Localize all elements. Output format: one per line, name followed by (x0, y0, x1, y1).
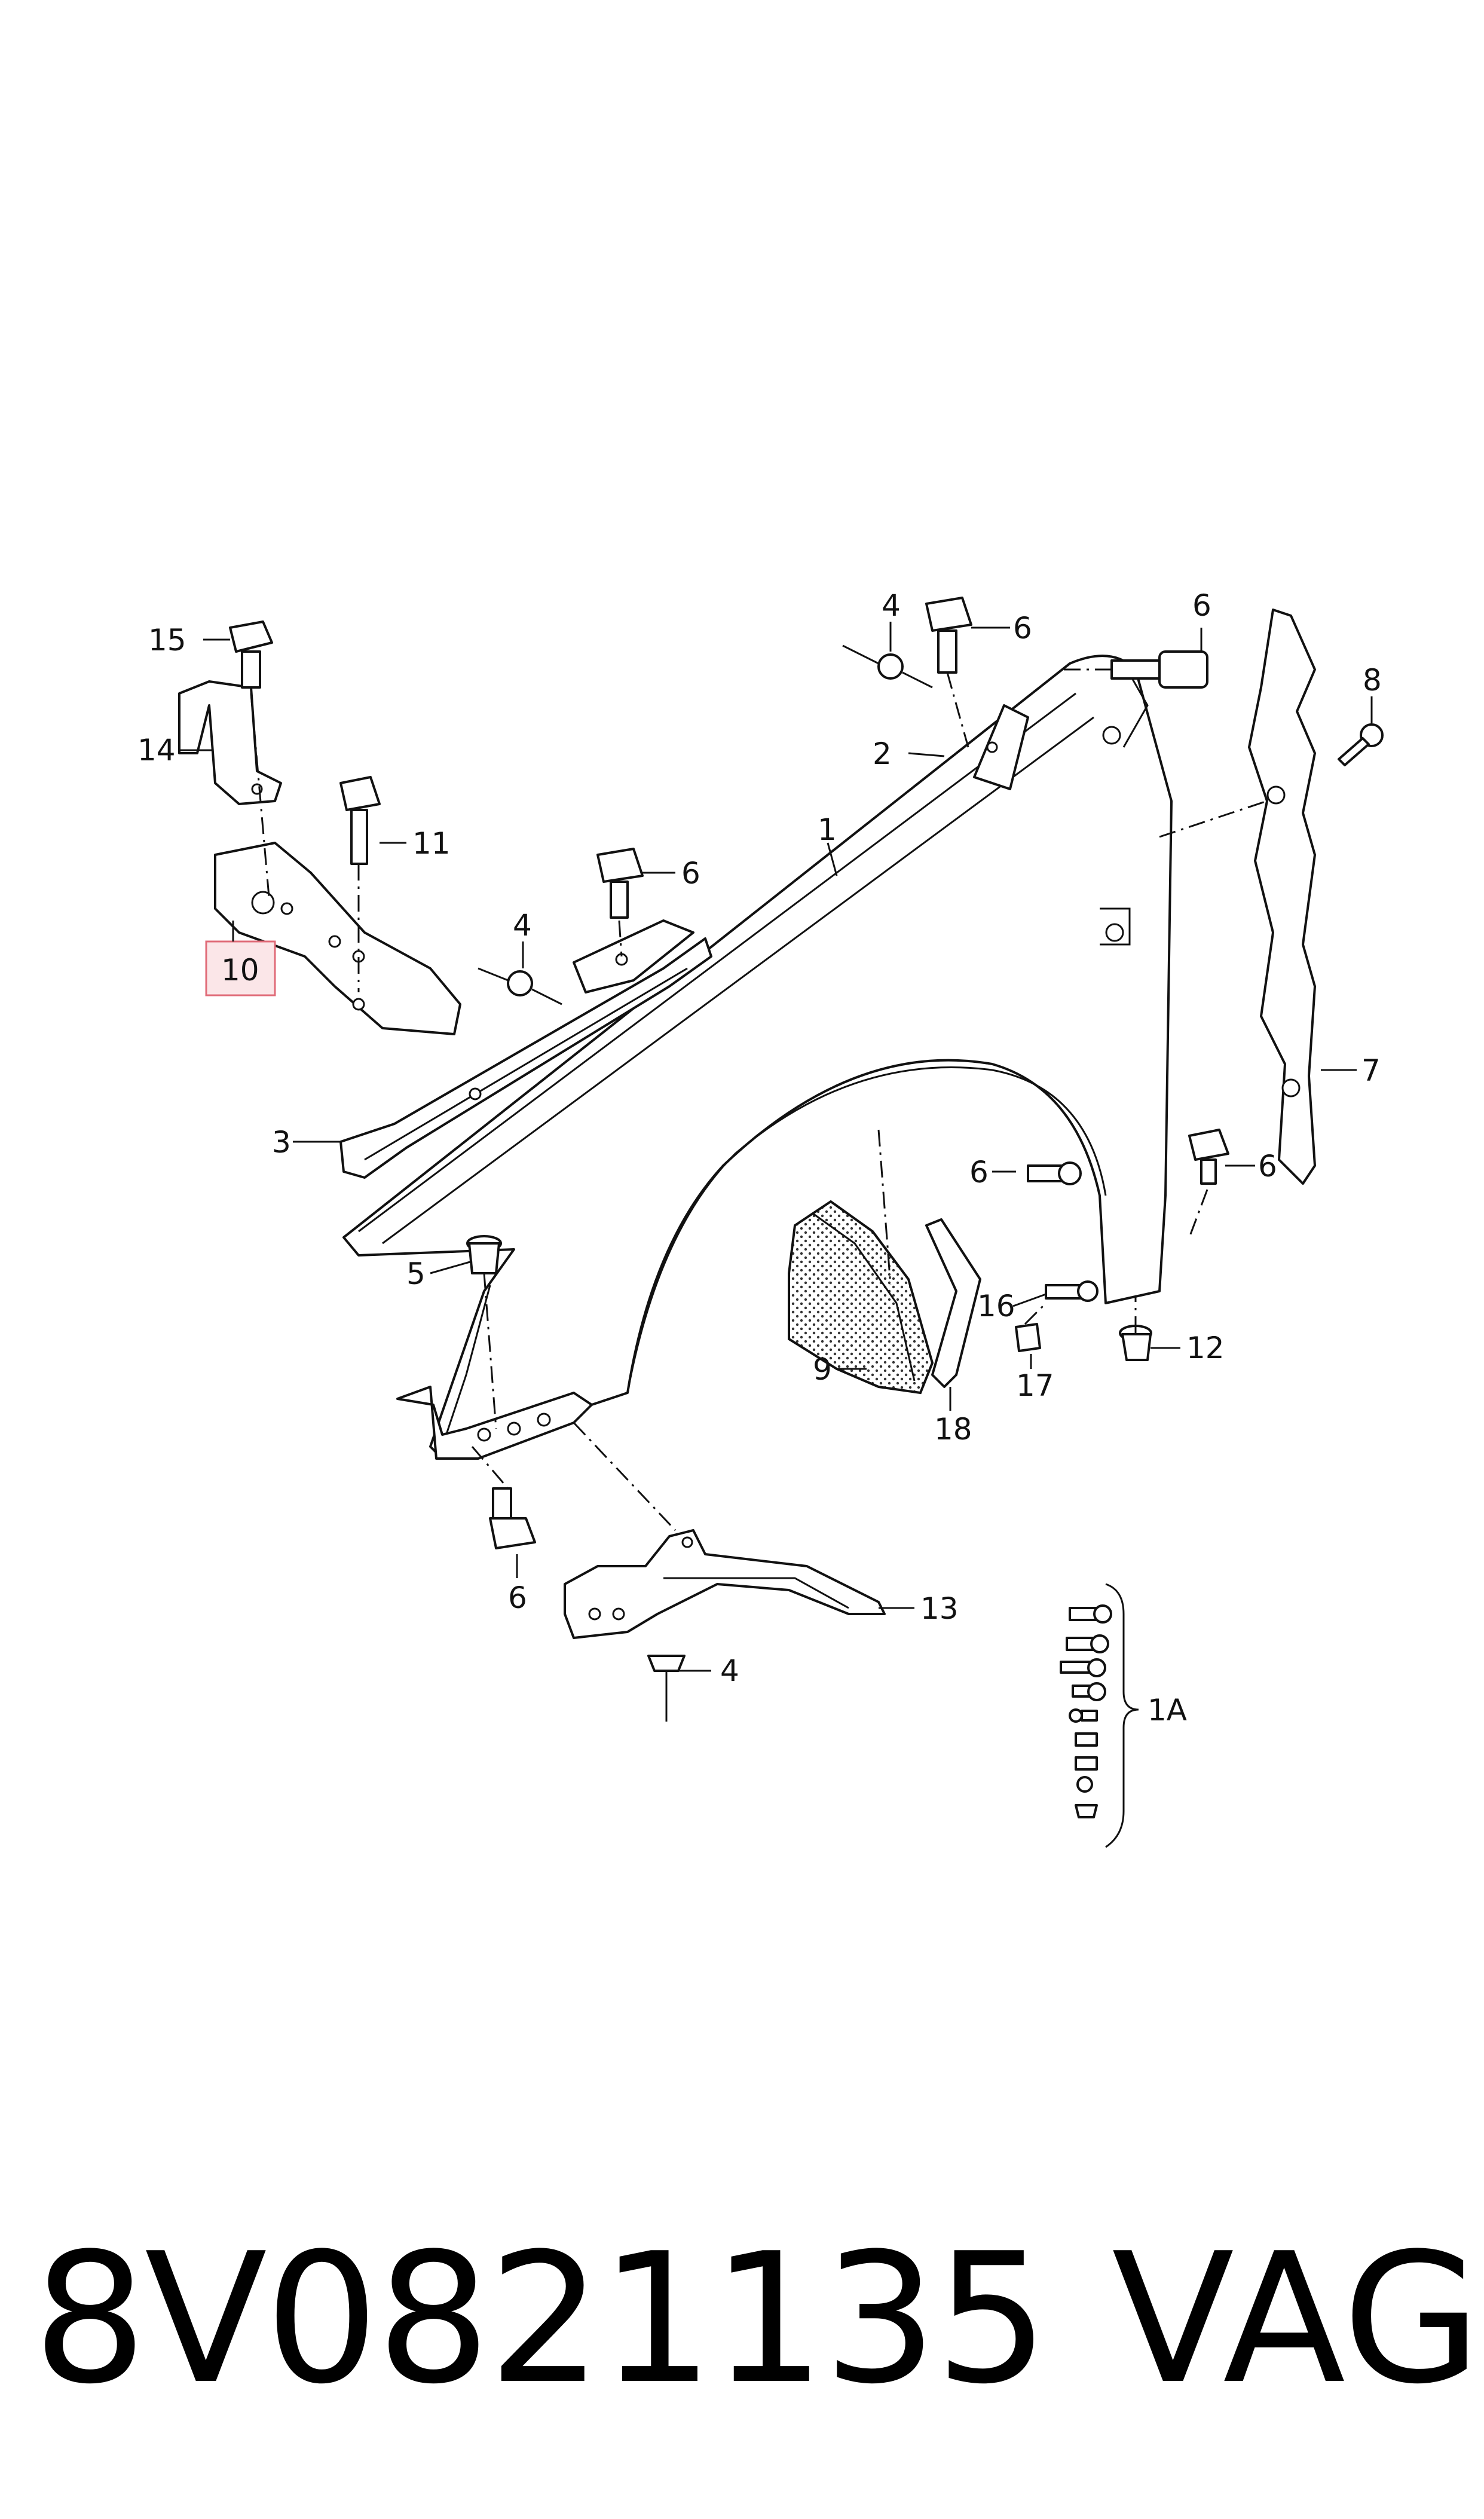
callout-9: 9 (813, 1352, 832, 1387)
lower-front-bracket (396, 1386, 593, 1460)
fastener-kit-1A (1060, 1583, 1139, 1848)
rivet-4-mid-icon (478, 967, 562, 1005)
bolt-6-arch-icon (1027, 1161, 1082, 1185)
rivet-4-bottom-icon (647, 1655, 686, 1722)
assembly-lines (250, 668, 1268, 1531)
bolt-6-top-icon (925, 597, 972, 674)
callout-13: 13 (920, 1591, 959, 1626)
bolt-6-right-icon (1110, 650, 1208, 689)
leader-lines (179, 622, 1373, 1672)
bracket-13 (564, 1529, 886, 1639)
foam-pad-9 (788, 1200, 934, 1395)
callout-6-bottom: 6 (508, 1581, 527, 1615)
callout-5: 5 (406, 1257, 426, 1291)
fender-panel (342, 655, 1173, 1460)
callout-6-top: 6 (1013, 611, 1032, 646)
callout-3: 3 (272, 1125, 291, 1160)
callout-labels: 1 2 3 4 4 4 5 6 6 6 6 6 6 7 8 9 10 11 12… (137, 588, 1382, 1728)
wheel-arch-liner-7 (1248, 609, 1316, 1185)
callout-17: 17 (1016, 1368, 1054, 1403)
callout-11: 11 (412, 826, 451, 861)
callout-4-bottom: 4 (720, 1653, 739, 1688)
footer-brand: VAG (1112, 2215, 1482, 2423)
callout-2: 2 (873, 736, 892, 771)
bracket-2 (973, 704, 1029, 790)
bolt-11-icon (339, 776, 381, 865)
callout-6-liner: 6 (1258, 1149, 1277, 1184)
callout-15: 15 (148, 623, 186, 658)
callout-14: 14 (137, 733, 176, 768)
rivet-4-top-icon (842, 644, 933, 689)
callout-1A: 1A (1148, 1693, 1187, 1728)
bracket-14 (178, 680, 282, 805)
callout-18: 18 (934, 1412, 972, 1447)
bracket-10 (214, 842, 461, 1035)
highlight-box-10 (205, 940, 276, 996)
mounting-rail-bracket (339, 919, 712, 1179)
nut-5-icon (466, 1235, 502, 1274)
bolt-6-liner-icon (1188, 1129, 1229, 1185)
footer-part-number: 8V0821135 (33, 2215, 1049, 2423)
seal-strip-18 (925, 1218, 981, 1388)
callout-16: 16 (977, 1289, 1015, 1323)
bolt-16-icon (1045, 1280, 1099, 1302)
callout-4-top: 4 (882, 588, 901, 623)
callout-10: 10 (221, 953, 259, 988)
callout-6-mid: 6 (681, 856, 700, 891)
callout-1: 1 (818, 812, 837, 847)
bolt-6-bottom-icon (489, 1487, 536, 1549)
nut-17-icon (1015, 1323, 1041, 1352)
callout-4-mid: 4 (513, 908, 532, 943)
bolt-6-mid-icon (596, 848, 644, 919)
callout-6-arch: 6 (969, 1155, 989, 1190)
screw-8-icon (1338, 723, 1384, 766)
callout-6-right: 6 (1192, 588, 1211, 623)
callout-7: 7 (1361, 1053, 1381, 1088)
callout-8: 8 (1363, 663, 1382, 698)
callout-12: 12 (1186, 1331, 1225, 1365)
bolt-15-icon (229, 620, 273, 689)
